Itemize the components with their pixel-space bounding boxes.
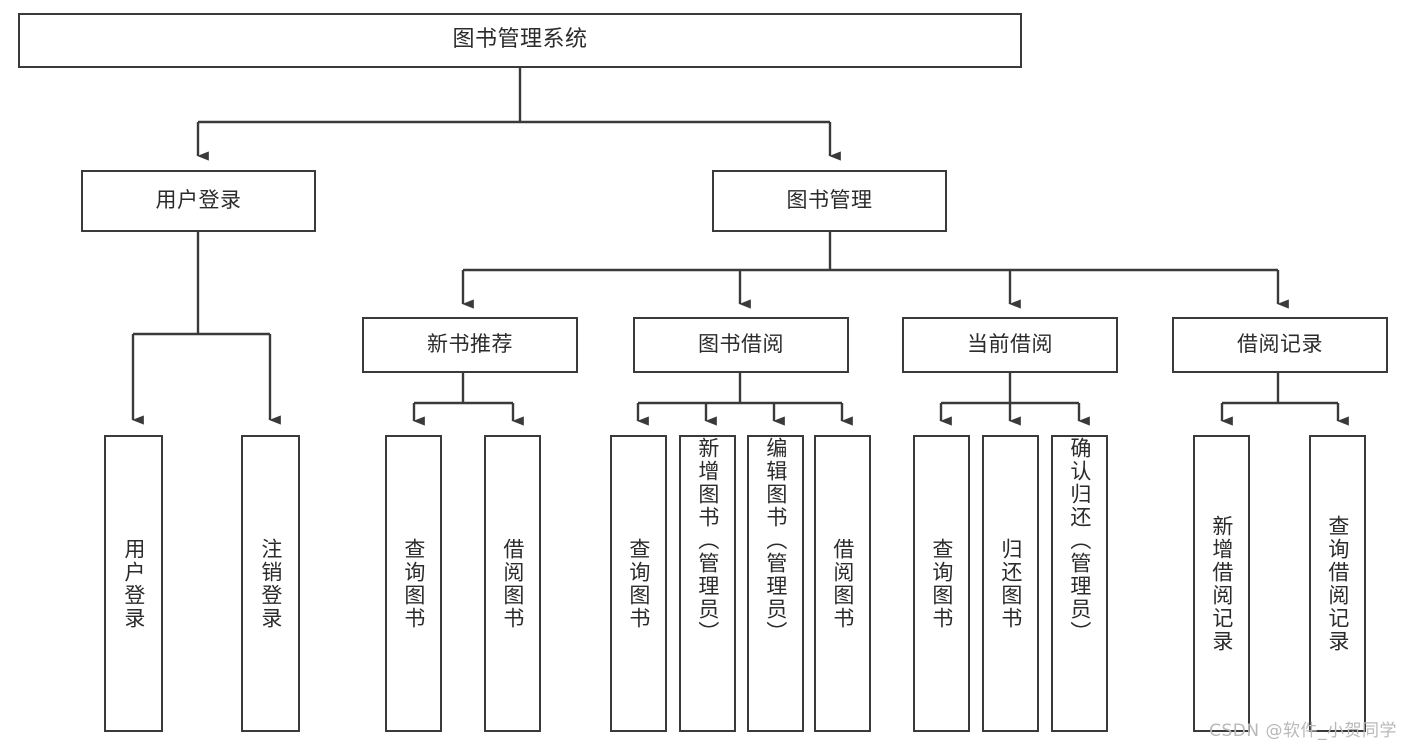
node-label: 新增图书（管理员） (695, 437, 720, 644)
node-label: 查询图书 (401, 537, 426, 630)
node-label: 借阅图书 (830, 537, 855, 630)
node-borrow-record[interactable]: 借阅记录 (1172, 317, 1388, 373)
leaf-return-book[interactable]: 归还图书 (982, 435, 1039, 732)
leaf-logout[interactable]: 注销登录 (241, 435, 300, 732)
node-label: 用户登录 (121, 537, 146, 630)
leaf-query-borrow-record[interactable]: 查询借阅记录 (1309, 435, 1366, 732)
leaf-confirm-return-admin[interactable]: 确认归还（管理员） (1051, 435, 1108, 732)
node-label: 查询借阅记录 (1325, 514, 1350, 653)
node-label: 确认归还（管理员） (1067, 437, 1092, 644)
leaf-query-book-borrow[interactable]: 查询图书 (610, 435, 667, 732)
node-book-management[interactable]: 图书管理 (712, 170, 947, 232)
node-label: 当前借阅 (967, 332, 1053, 357)
node-label: 注销登录 (258, 537, 283, 630)
node-current-borrow[interactable]: 当前借阅 (902, 317, 1118, 373)
watermark-text: CSDN @软件_小贺同学 (1209, 721, 1397, 741)
leaf-query-book-current[interactable]: 查询图书 (913, 435, 970, 732)
node-root-book-management-system[interactable]: 图书管理系统 (18, 13, 1022, 68)
node-label: 图书借阅 (698, 332, 784, 357)
node-label: 图书管理 (786, 188, 873, 213)
node-new-book-recommend[interactable]: 新书推荐 (362, 317, 578, 373)
node-book-borrow[interactable]: 图书借阅 (633, 317, 849, 373)
node-label: 借阅记录 (1237, 332, 1323, 357)
leaf-borrow-book[interactable]: 借阅图书 (814, 435, 871, 732)
node-label: 编辑图书（管理员） (763, 437, 788, 644)
node-label: 归还图书 (998, 537, 1023, 630)
leaf-borrow-book-recommend[interactable]: 借阅图书 (484, 435, 541, 732)
node-label: 借阅图书 (500, 537, 525, 630)
leaf-query-book-recommend[interactable]: 查询图书 (385, 435, 442, 732)
leaf-add-book-admin[interactable]: 新增图书（管理员） (679, 435, 736, 732)
node-label: 用户登录 (155, 188, 242, 213)
leaf-edit-book-admin[interactable]: 编辑图书（管理员） (747, 435, 804, 732)
node-label: 查询图书 (626, 537, 651, 630)
node-user-login[interactable]: 用户登录 (81, 170, 316, 232)
node-label: 新增借阅记录 (1209, 514, 1234, 653)
leaf-user-login[interactable]: 用户登录 (104, 435, 163, 732)
leaf-add-borrow-record[interactable]: 新增借阅记录 (1193, 435, 1250, 732)
node-label: 查询图书 (929, 537, 954, 630)
node-label: 图书管理系统 (452, 27, 588, 53)
node-label: 新书推荐 (427, 332, 513, 357)
